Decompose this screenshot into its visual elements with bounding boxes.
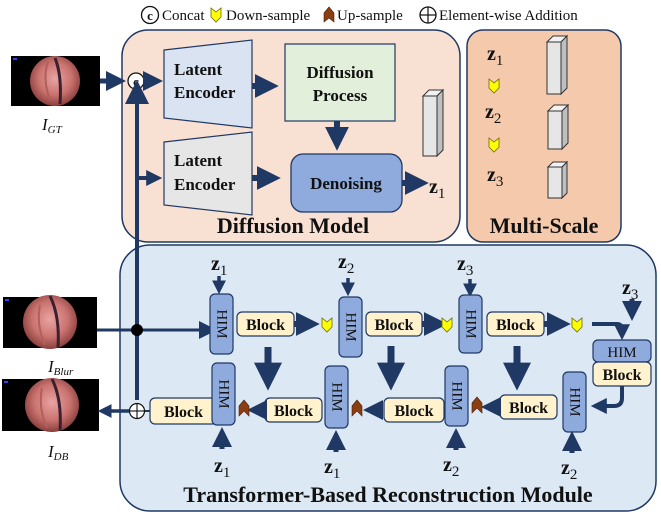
svg-text:HIM: HIM	[343, 312, 359, 341]
block-bottom-3: Block	[499, 394, 558, 420]
him-top-1: HIM	[338, 296, 363, 358]
multiscale-down-icon-1	[488, 78, 500, 94]
block-bottom-1: Block	[264, 397, 323, 423]
image-gt-label: IGT	[41, 115, 63, 136]
concat-legend-icon: c	[140, 5, 160, 25]
top-z1: z1	[211, 253, 227, 279]
transformer-title: Transformer-Based Reconstruction Module	[183, 482, 593, 507]
encoder-top-line1: Latent	[174, 60, 223, 79]
up-sample-icon-2	[471, 396, 483, 414]
latent-encoder-top	[163, 39, 253, 129]
arrow-down-to-him-right	[592, 322, 630, 341]
legend-concat-label: Concat	[162, 8, 205, 24]
top-z2: z2	[338, 251, 354, 277]
svg-text:Block: Block	[509, 400, 548, 417]
legend-up-label: Up-sample	[337, 8, 403, 24]
multi-scale-panel	[466, 29, 622, 243]
bottom-z1-b: z1	[324, 456, 340, 482]
up-sample-legend-icon	[323, 6, 335, 23]
multiscale-z1: z1	[487, 43, 503, 69]
svg-text:Block: Block	[164, 404, 203, 421]
svg-text:HIM: HIM	[214, 309, 230, 338]
addition-node-icon	[128, 402, 146, 420]
bottom-z1-a: z1	[214, 455, 230, 481]
bottom-z2-b: z2	[561, 457, 577, 483]
block-top-2: Block	[486, 311, 545, 337]
denoising-label: Denoising	[310, 174, 382, 193]
encoder-bottom-line1: Latent	[174, 151, 223, 170]
right-z3: z3	[622, 277, 638, 303]
image-blur	[3, 295, 97, 349]
svg-text:c: c	[133, 74, 139, 89]
down-sample-icon-1	[441, 317, 453, 333]
him-bottom-1: HIM	[324, 365, 349, 429]
multiscale-z2: z2	[485, 101, 501, 127]
multiscale-down-icon-2	[488, 137, 500, 153]
up-sample-icon-1	[351, 399, 363, 417]
cuboid-z1-icon	[545, 34, 569, 96]
latent-cuboid-icon	[421, 88, 445, 158]
cuboid-z3-icon	[546, 160, 569, 200]
image-gt	[11, 56, 100, 106]
him-top-2: HIM	[458, 294, 483, 354]
diffusion-output-z1: z1	[429, 176, 445, 202]
svg-text:Block: Block	[602, 367, 641, 384]
legend-add-label: Element-wise Addition	[439, 8, 578, 24]
arrow-right-block-to-him	[590, 386, 624, 414]
encoder-bottom-line2: Encoder	[174, 175, 236, 194]
block-bottom-2: Block	[383, 397, 445, 423]
multiscale-z3: z3	[487, 164, 503, 190]
bottom-z2-a: z2	[443, 454, 459, 480]
concat-node-icon: c	[127, 72, 145, 90]
him-top-0: HIM	[209, 293, 234, 355]
multi-scale-title: Multi-Scale	[490, 213, 599, 238]
process-line2: Process	[313, 86, 368, 105]
block-right: Block	[592, 361, 652, 387]
cuboid-z2-icon	[546, 103, 570, 151]
svg-text:HIM: HIM	[449, 381, 465, 410]
block-top-1: Block	[365, 311, 423, 337]
down-sample-icon-0	[321, 317, 333, 333]
diffusion-process-box	[284, 43, 396, 122]
encoder-top-line2: Encoder	[174, 83, 236, 102]
him-bottom-2: HIM	[444, 365, 469, 427]
diffusion-model-title: Diffusion Model	[217, 213, 369, 238]
up-sample-icon-0	[238, 399, 250, 417]
legend-down-label: Down-sample	[226, 8, 310, 24]
svg-text:HIM: HIM	[463, 309, 479, 338]
svg-text:Block: Block	[374, 317, 413, 334]
addition-legend-icon	[419, 6, 437, 24]
svg-text:HIM: HIM	[216, 379, 232, 408]
svg-text:Block: Block	[246, 317, 285, 334]
svg-text:Block: Block	[496, 317, 535, 334]
legend: c Concat Down-sample Up-sample Element-w…	[140, 5, 578, 25]
block-top-0: Block	[236, 311, 295, 337]
concat-symbol: c	[147, 8, 153, 23]
process-line1: Diffusion	[306, 63, 374, 82]
svg-text:HIM: HIM	[607, 345, 636, 361]
image-db-label: IDB	[47, 442, 69, 463]
svg-text:HIM: HIM	[567, 387, 583, 416]
top-z3: z3	[457, 253, 473, 279]
him-bottom-3: HIM	[562, 371, 587, 433]
down-sample-legend-icon	[210, 7, 222, 23]
image-db	[2, 378, 99, 432]
junction-node	[131, 324, 143, 336]
him-right: HIM	[592, 339, 652, 363]
latent-encoder-bottom	[163, 131, 253, 216]
down-sample-icon-2	[571, 317, 583, 333]
image-blur-label: IBlur	[47, 357, 74, 378]
svg-text:Block: Block	[394, 403, 433, 420]
svg-text:HIM: HIM	[329, 382, 345, 411]
him-bottom-0: HIM	[211, 362, 236, 426]
svg-text:Block: Block	[274, 403, 313, 420]
